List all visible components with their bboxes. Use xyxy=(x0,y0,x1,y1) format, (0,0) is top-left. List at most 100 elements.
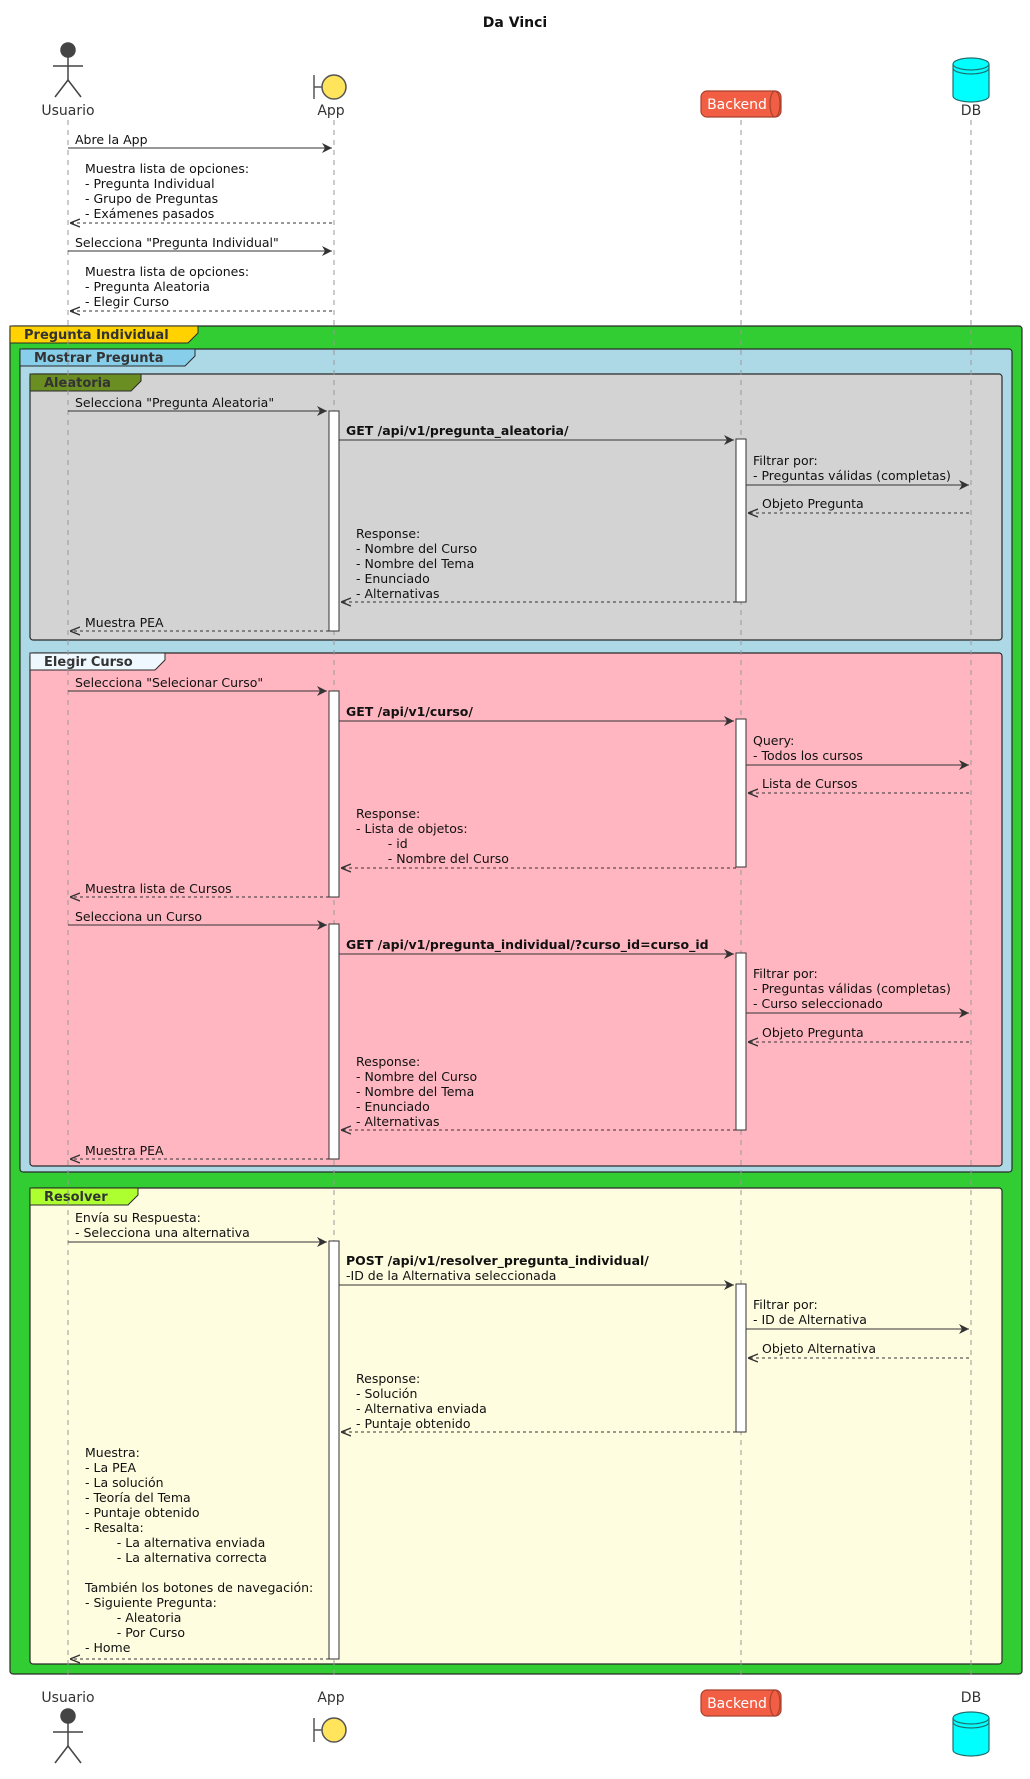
message-selecciona-un-curso: Selecciona un Curso xyxy=(68,909,327,930)
message-response-cursos: Response: - Lista de objetos: - id - Nom… xyxy=(341,806,736,868)
participant-db-top: DB xyxy=(952,57,990,119)
svg-text:- Enunciado: - Enunciado xyxy=(356,571,430,586)
svg-text:- Nombre del Tema: - Nombre del Tema xyxy=(356,1084,474,1099)
message-line: - La alternativa enviada xyxy=(85,1535,265,1550)
message-line: - Siguiente Pregunta: xyxy=(85,1595,217,1610)
svg-text:Filtrar por:: Filtrar por: xyxy=(753,453,818,468)
group-title-resolver: Resolver xyxy=(44,1190,108,1205)
message-line: - Lista de objetos: xyxy=(356,821,468,836)
message-line: - Alternativas xyxy=(356,1114,440,1129)
svg-text:- Alternativas: - Alternativas xyxy=(356,586,440,601)
message-line: - Puntaje obtenido xyxy=(356,1416,471,1431)
svg-text:Response:: Response: xyxy=(356,806,420,821)
group-resolver: Resolver xyxy=(29,1187,1003,1665)
message-line: Filtrar por: xyxy=(753,453,818,468)
message-line: - Pregunta Aleatoria xyxy=(85,279,210,294)
message-line: Envía su Respuesta: xyxy=(75,1210,201,1225)
message-label: Selecciona "Pregunta Individual" xyxy=(75,235,279,250)
svg-text:Filtrar por:: Filtrar por: xyxy=(753,1297,818,1312)
message-label: Objeto Alternativa xyxy=(762,1341,876,1356)
boundary-icon xyxy=(313,74,347,100)
svg-text:- Nombre del Curso: - Nombre del Curso xyxy=(356,541,477,556)
svg-text:- Selecciona una alternativa: - Selecciona una alternativa xyxy=(75,1225,250,1240)
message-line: - Nombre del Tema xyxy=(356,1084,474,1099)
message-line: - Alternativas xyxy=(356,586,440,601)
message-line: También los botones de navegación: xyxy=(84,1580,313,1595)
message-line: Muestra lista de opciones: xyxy=(85,161,249,176)
svg-text:- La solución: - La solución xyxy=(85,1475,164,1490)
message-get-curso: GET /api/v1/curso/ xyxy=(339,704,734,726)
message-line: - Por Curso xyxy=(85,1625,185,1640)
participant-label-usuario: Usuario xyxy=(41,1690,94,1706)
svg-text:- Nombre del Tema: - Nombre del Tema xyxy=(356,556,474,571)
actor-icon xyxy=(53,42,83,98)
message-label: Selecciona "Selecionar Curso" xyxy=(75,675,263,690)
message-line: - Puntaje obtenido xyxy=(85,1505,200,1520)
participant-label-backend: Backend xyxy=(707,1696,767,1712)
message-line: - Preguntas válidas (completas) xyxy=(753,981,951,996)
message-lista-cursos: Lista de Cursos xyxy=(748,776,969,793)
svg-text:- ID de Alternativa: - ID de Alternativa xyxy=(753,1312,867,1327)
message-get-pregunta-individual: GET /api/v1/pregunta_individual/?curso_i… xyxy=(339,937,734,959)
group-title-mostrar-pregunta: Mostrar Pregunta xyxy=(34,351,164,366)
message-post-resolver: POST /api/v1/resolver_pregunta_individua… xyxy=(339,1253,734,1290)
group-elegir-curso: Elegir Curso xyxy=(29,652,1003,1167)
message-line: Muestra lista de opciones: xyxy=(85,264,249,279)
message-muestra-pea-aleatoria: Muestra PEA xyxy=(70,615,329,631)
svg-text:Response:: Response: xyxy=(356,526,420,541)
participant-usuario-top: Usuario xyxy=(41,42,95,119)
message-line: Muestra: xyxy=(85,1445,140,1460)
message-line: - Resalta: xyxy=(85,1520,144,1535)
participant-label-db: DB xyxy=(961,103,981,119)
svg-text:- Preguntas válidas (completas: - Preguntas válidas (completas) xyxy=(753,468,951,483)
message-line: Response: xyxy=(356,1054,420,1069)
svg-text:- Siguiente Pregunta:: - Siguiente Pregunta: xyxy=(85,1595,217,1610)
message-line: - Teoría del Tema xyxy=(85,1490,191,1505)
activation-app-curso-preguntas xyxy=(328,923,340,1160)
message-label: Muestra PEA xyxy=(85,615,164,630)
svg-text:- Alternativas: - Alternativas xyxy=(356,1114,440,1129)
svg-text:- Todos los cursos: - Todos los cursos xyxy=(753,748,863,763)
message-label: GET /api/v1/curso/ xyxy=(346,704,473,719)
message-objeto-alternativa: Objeto Alternativa xyxy=(748,1341,969,1358)
message-line: - Elegir Curso xyxy=(85,294,169,309)
message-line: - Nombre del Curso xyxy=(356,1069,477,1084)
svg-text:- La alternativa enviada: - La alternativa enviada xyxy=(85,1535,265,1550)
message-label: Objeto Pregunta xyxy=(762,1025,864,1040)
message-muestra-opciones: Muestra lista de opciones: - Pregunta In… xyxy=(70,161,332,223)
svg-text:También los botones de navegac: También los botones de navegación: xyxy=(84,1580,313,1595)
activation-backend-resolver xyxy=(735,1283,747,1433)
message-label: Abre la App xyxy=(75,132,148,147)
message-selecciona-curso: Selecciona "Selecionar Curso" xyxy=(68,675,327,696)
message-muestra-lista-cursos: Muestra lista de Cursos xyxy=(70,881,329,897)
participant-backend-top: Backend xyxy=(700,90,782,118)
message-response-curso: Response: - Nombre del Curso - Nombre de… xyxy=(341,1054,736,1130)
message-line: - Enunciado xyxy=(356,571,430,586)
message-filtrar-curso: Filtrar por: - Preguntas válidas (comple… xyxy=(746,966,969,1018)
participant-app-top: App xyxy=(313,74,347,119)
message-line: - Nombre del Tema xyxy=(356,556,474,571)
participant-label-app: App xyxy=(317,1690,344,1706)
activation-backend-curso xyxy=(735,718,747,868)
svg-text:- Aleatoria: - Aleatoria xyxy=(85,1610,181,1625)
message-line: - Selecciona una alternativa xyxy=(75,1225,250,1240)
participant-label-backend: Backend xyxy=(707,97,767,113)
svg-text:- Alternativa enviada: - Alternativa enviada xyxy=(356,1401,487,1416)
message-line: - La PEA xyxy=(85,1460,137,1475)
svg-text:- La alternativa correcta: - La alternativa correcta xyxy=(85,1550,267,1565)
svg-text:- Puntaje obtenido: - Puntaje obtenido xyxy=(356,1416,471,1431)
svg-text:Query:: Query: xyxy=(753,733,794,748)
message-line: - Home xyxy=(85,1640,131,1655)
participant-backend-bottom: Backend xyxy=(700,1689,782,1717)
message-line: - La solución xyxy=(85,1475,164,1490)
activation-app-resolver xyxy=(328,1240,340,1660)
svg-text:- Teoría del Tema: - Teoría del Tema xyxy=(85,1490,191,1505)
svg-text:- Nombre del Curso: - Nombre del Curso xyxy=(356,1069,477,1084)
message-objeto-pregunta-curso: Objeto Pregunta xyxy=(748,1025,969,1042)
group-aleatoria: Aleatoria xyxy=(29,373,1003,641)
svg-text:- Pregunta Aleatoria: - Pregunta Aleatoria xyxy=(85,279,210,294)
participant-usuario-bottom: Usuario xyxy=(41,1690,95,1764)
message-line: Response: xyxy=(356,1371,420,1386)
message-muestra-opciones-2: Muestra lista de opciones: - Pregunta Al… xyxy=(70,264,332,311)
message-filtrar-alternativa: Filtrar por: - ID de Alternativa xyxy=(746,1297,969,1334)
